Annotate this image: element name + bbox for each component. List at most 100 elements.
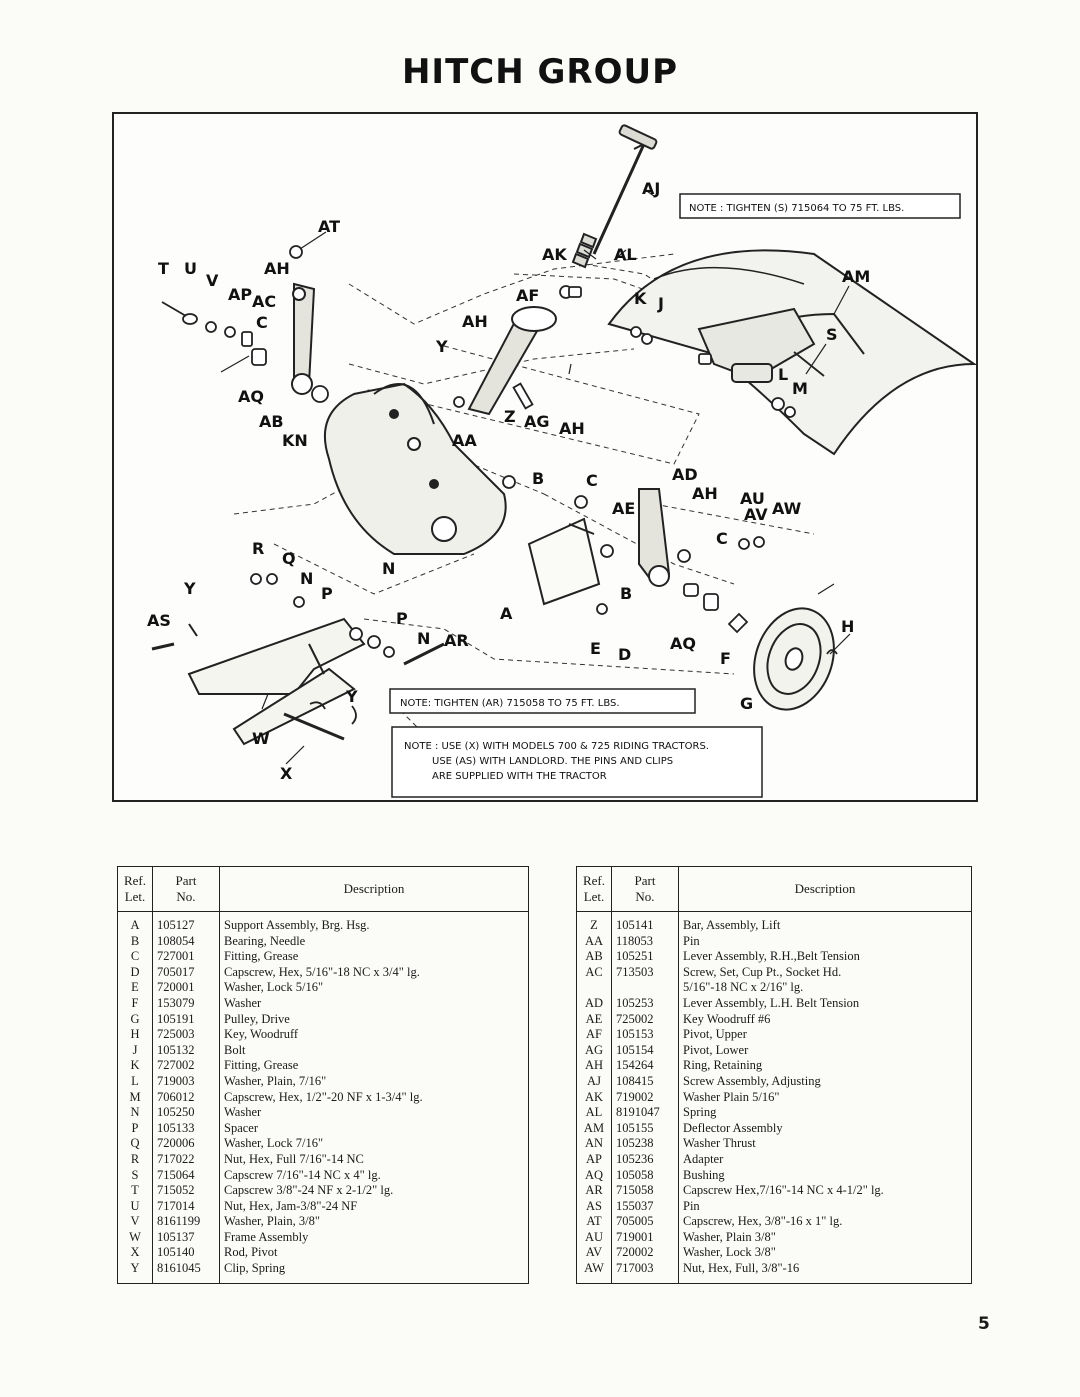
description-line: Nut, Hex, Full, 3/8"-16 xyxy=(683,1261,800,1276)
ref-letter-cell: AV xyxy=(576,1245,612,1262)
callout-a: A xyxy=(500,604,513,623)
part-number-cell: 719003 xyxy=(152,1073,220,1090)
part-header-line2: No. xyxy=(176,889,196,904)
hardware-parts xyxy=(151,245,838,741)
part-header-line1: Part xyxy=(634,873,656,889)
ref-letter-cell: W xyxy=(117,1229,153,1246)
description-line: Washer Thrust xyxy=(683,1136,756,1151)
description-cell: Washer xyxy=(220,996,529,1012)
part-number-cell: 725003 xyxy=(152,1027,220,1043)
ref-letter-cell: AM xyxy=(576,1120,612,1137)
callout-y-1: Y xyxy=(435,337,448,356)
callout-aq-1: AQ xyxy=(238,387,264,406)
ref-letter-cell: R xyxy=(117,1151,153,1168)
callout-v: V xyxy=(206,271,219,290)
ref-letter-cell: AL xyxy=(576,1105,612,1121)
part-number-cell: 727002 xyxy=(152,1058,220,1074)
callout-kn: KN xyxy=(282,431,308,450)
part-number-cell: 155037 xyxy=(611,1198,679,1215)
part-number-cell: 706012 xyxy=(152,1089,220,1106)
description-cell: Washer, Lock 5/16" xyxy=(220,980,529,996)
description-line: Fitting, Grease xyxy=(224,1058,299,1073)
part-number-cell: 105153 xyxy=(611,1027,679,1043)
description-cell: Bar, Assembly, Lift xyxy=(679,912,972,934)
ref-letter-cell: V xyxy=(117,1214,153,1230)
part-number-cell: 719002 xyxy=(611,1089,679,1106)
description-line: Pin xyxy=(683,933,700,948)
description-line: Deflector Assembly xyxy=(683,1120,783,1135)
callout-ag: AG xyxy=(524,412,550,431)
callout-y-2: Y xyxy=(183,579,196,598)
part-number-cell: 105140 xyxy=(152,1245,220,1262)
ref-letter-cell: AN xyxy=(576,1136,612,1152)
callout-n-2: N xyxy=(417,629,430,648)
callout-p-2: P xyxy=(396,609,408,628)
description-cell: Adapter xyxy=(679,1152,972,1168)
description-header: Description xyxy=(219,866,529,912)
drive-pulley xyxy=(753,607,835,711)
description-cell: Lever Assembly, R.H.,Belt Tension xyxy=(679,949,972,965)
callout-ah-2: AH xyxy=(462,312,488,331)
description-line: Clip, Spring xyxy=(224,1261,286,1276)
part-number-cell: 108054 xyxy=(152,933,220,950)
ref-letter-cell: P xyxy=(117,1120,153,1137)
part-number-cell: 105251 xyxy=(611,949,679,965)
callout-n-3: N xyxy=(382,559,395,578)
ref-letter-cell: D xyxy=(117,964,153,981)
description-line: Support Assembly, Brg. Hsg. xyxy=(224,918,370,932)
callout-am: AM xyxy=(842,267,870,286)
ref-letter-cell: C xyxy=(117,949,153,965)
description-line: Adapter xyxy=(683,1151,724,1166)
description-cell: Pulley, Drive xyxy=(220,1012,529,1028)
ref-letter-cell: AP xyxy=(576,1151,612,1168)
ref-letter-cell: G xyxy=(117,1011,153,1028)
part-number-cell: 715058 xyxy=(611,1183,679,1199)
part-header-line1: Part xyxy=(175,873,197,889)
description-line: Lever Assembly, L.H. Belt Tension xyxy=(683,995,860,1010)
callout-q: Q xyxy=(282,549,296,568)
description-cell: Deflector Assembly xyxy=(679,1121,972,1137)
description-cell: Rod, Pivot xyxy=(220,1245,529,1261)
note-box-ar xyxy=(389,688,696,714)
part-number-cell: 105191 xyxy=(152,1011,220,1028)
ref-letter-cell: F xyxy=(117,995,153,1012)
description-cell: Spacer xyxy=(220,1121,529,1137)
description-line: Bolt xyxy=(224,1042,246,1057)
description-cell: Pin xyxy=(679,1199,972,1215)
ref-header-line2: Let. xyxy=(583,889,605,904)
description-cell: Fitting, Grease xyxy=(220,949,529,965)
ref-letter-cell: AC xyxy=(576,964,612,996)
callout-ar: AR xyxy=(444,631,469,650)
callout-t: T xyxy=(158,259,169,278)
ref-letter-cell: T xyxy=(117,1183,153,1199)
description-cell: Screw Assembly, Adjusting xyxy=(679,1074,972,1090)
ref-letter-cell: AQ xyxy=(576,1167,612,1184)
description-cell: Nut, Hex, Full, 3/8"-16 xyxy=(679,1261,972,1283)
description-line: Pulley, Drive xyxy=(224,1011,290,1026)
description-cell: Ring, Retaining xyxy=(679,1058,972,1074)
callout-labels: AT T U V AH AP AC C AQ AB KN AJ AK AL AF… xyxy=(147,179,870,783)
description-line: Capscrew Hex,7/16"-14 NC x 4-1/2" lg. xyxy=(683,1183,884,1198)
part-number-cell: 105141 xyxy=(611,911,679,934)
callout-as: AS xyxy=(147,611,171,630)
description-cell: Washer xyxy=(220,1105,529,1121)
part-number-cell: 8161045 xyxy=(152,1261,220,1284)
description-line: Screw, Set, Cup Pt., Socket Hd. xyxy=(683,964,842,979)
callout-aj: AJ xyxy=(642,179,660,198)
description-line: Bushing xyxy=(683,1167,725,1182)
ref-letter-cell: AG xyxy=(576,1042,612,1059)
part-number-cell: 105058 xyxy=(611,1167,679,1184)
ref-letter-cell: J xyxy=(117,1042,153,1059)
ref-letter-cell: AH xyxy=(576,1058,612,1074)
part-number-cell: 105238 xyxy=(611,1136,679,1152)
description-line: Capscrew, Hex, 1/2"-20 NF x 1-3/4" lg. xyxy=(224,1089,423,1104)
description-line: Key Woodruff #6 xyxy=(683,1011,771,1026)
